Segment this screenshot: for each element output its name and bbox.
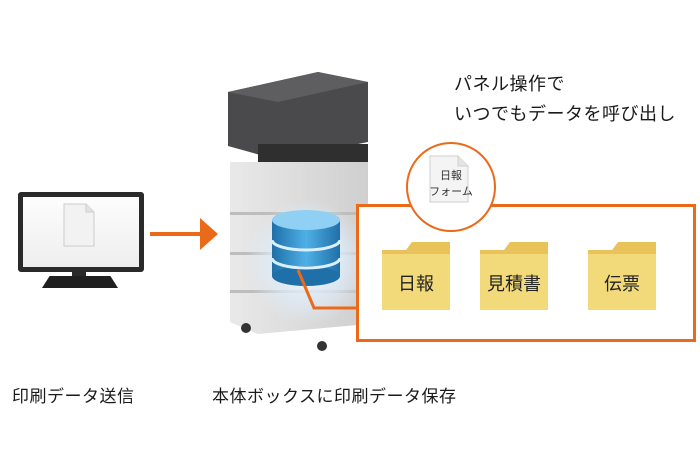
folder-label-mitsumori: 見積書 [487,274,541,295]
callout-line1: パネル操作で [454,74,565,95]
form-bubble-line1: 日報 [440,169,462,182]
arrow-right-icon [200,218,218,250]
arrow-line [150,232,204,236]
folder-icon [480,242,548,310]
document-icon [429,155,469,203]
monitor-stand [42,276,118,288]
caption-store: 本体ボックスに印刷データ保存 [212,387,457,407]
connector-line [296,269,358,310]
form-bubble-label: 日報 フォーム [406,168,496,200]
document-icon [63,203,95,247]
folder-icon [588,242,656,310]
caption-send: 印刷データ送信 [12,387,135,407]
database-icon [270,210,342,286]
callout-text: パネル操作で いつでもデータを呼び出し [454,70,676,130]
folder-label-nippo: 日報 [398,274,434,295]
monitor-neck [72,268,86,278]
callout-line2: いつでもデータを呼び出し [454,104,676,125]
form-bubble-line2: フォーム [429,185,473,198]
folder-label-denpyo: 伝票 [604,274,640,295]
folder-icon [382,242,450,310]
